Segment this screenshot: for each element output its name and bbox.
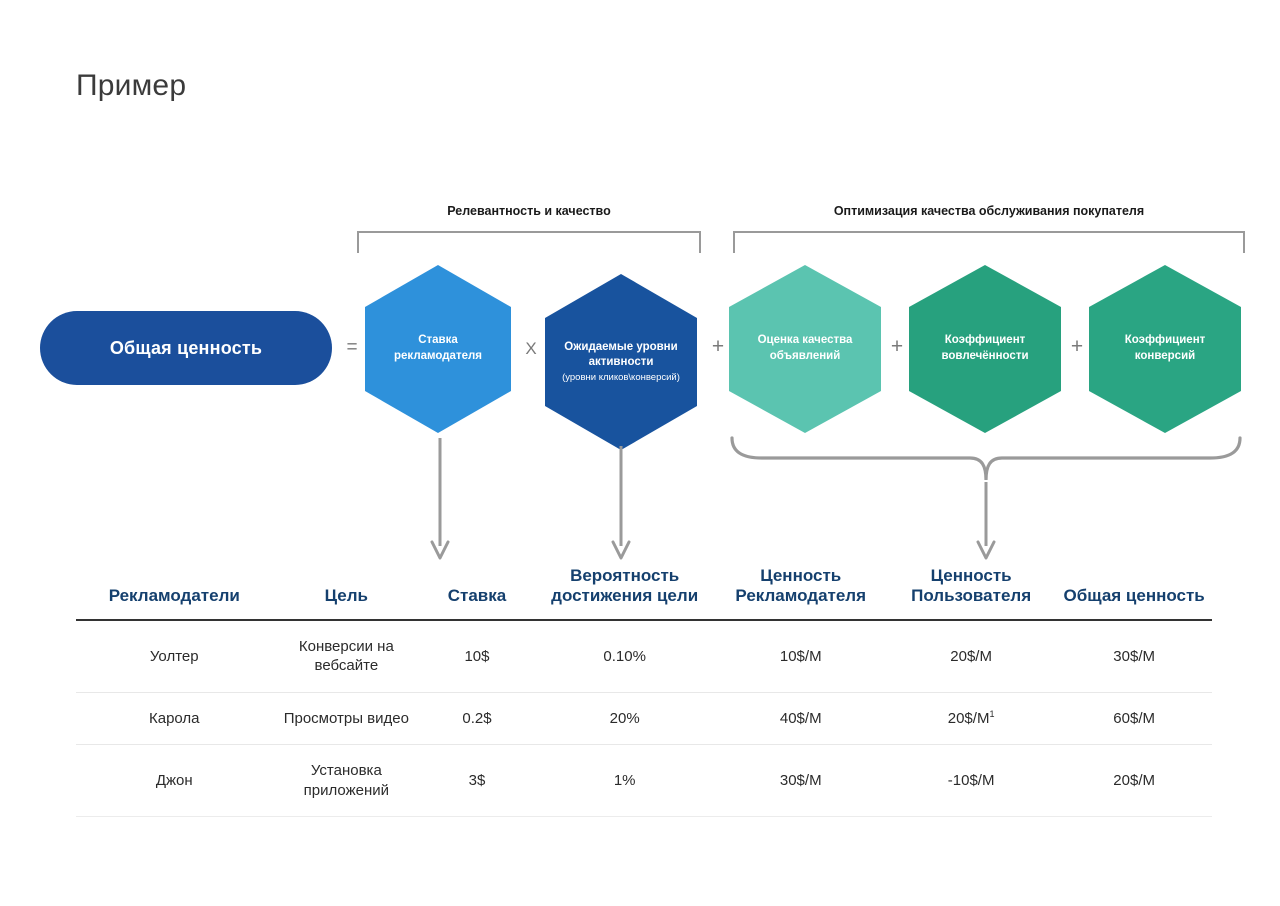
cell-advertiser: Джон bbox=[76, 744, 273, 818]
column-header-advertiser-value: Ценность Рекламодателя bbox=[715, 566, 886, 621]
cell-user-value-text: -10$/M bbox=[947, 772, 995, 790]
cell-probability: 0.10% bbox=[533, 619, 716, 693]
cell-probability: 20% bbox=[533, 692, 716, 746]
plus-operator-icon-2: + bbox=[890, 335, 904, 358]
cell-user-value: 20$/M1 bbox=[885, 692, 1057, 746]
total-value-pill: Общая ценность bbox=[40, 311, 332, 385]
column-header-bid: Ставка bbox=[420, 566, 534, 621]
column-header-goal-probability: Вероятность достижения цели bbox=[533, 566, 716, 621]
bracket-relevance bbox=[357, 231, 701, 253]
hexagon-conversion-rate-title: Коэффициент конверсий bbox=[1124, 334, 1206, 362]
bracket-customer-experience bbox=[733, 231, 1245, 253]
cell-user-value: 20$/M bbox=[885, 619, 1057, 693]
cell-user-value-text: 20$/M bbox=[950, 647, 992, 665]
cell-user-value-footnote: 1 bbox=[989, 708, 995, 719]
cell-advertiser-value: 30$/M bbox=[715, 744, 886, 818]
hexagon-conversion-rate: Коэффициент конверсий bbox=[1089, 265, 1241, 433]
table-row: Джон Установка приложений 3$ 1% 30$/M -1… bbox=[76, 744, 1212, 818]
cell-total-value: 60$/M bbox=[1056, 692, 1212, 746]
cell-goal: Конверсии на вебсайте bbox=[272, 619, 421, 693]
cell-user-value: -10$/M bbox=[885, 744, 1057, 818]
hexagon-ad-quality-title: Оценка качества объявлений bbox=[757, 334, 853, 362]
table-row: Уолтер Конверсии на вебсайте 10$ 0.10% 1… bbox=[76, 619, 1212, 693]
hexagon-advertiser-bid-title: Ставка рекламодателя bbox=[394, 334, 482, 362]
plus-operator-icon-3: + bbox=[1070, 335, 1084, 358]
equals-operator-icon: = bbox=[346, 337, 358, 358]
cell-probability: 1% bbox=[533, 744, 716, 818]
table-header-row: Рекламодатели Цель Ставка Вероятность до… bbox=[76, 566, 1212, 621]
hexagon-expected-activity-subtitle: (уровни кликов\конверсий) bbox=[562, 371, 680, 383]
plus-operator-icon-1: + bbox=[711, 335, 725, 358]
value-breakdown-table-wrapper: Рекламодатели Цель Ставка Вероятность до… bbox=[76, 566, 1212, 818]
hexagon-ad-quality: Оценка качества объявлений bbox=[729, 265, 881, 433]
page-title: Пример bbox=[76, 69, 187, 102]
curly-brace-connector bbox=[730, 436, 1242, 481]
hexagon-advertiser-bid: Ставка рекламодателя bbox=[365, 265, 511, 433]
hexagon-engagement-rate-title: Коэффициент вовлечённости bbox=[941, 334, 1029, 362]
multiply-operator-icon: X bbox=[525, 339, 537, 358]
hexagon-expected-activity: Ожидаемые уровни активности (уровни клик… bbox=[545, 274, 697, 450]
cell-goal: Установка приложений bbox=[272, 744, 421, 818]
table-row: Карола Просмотры видео 0.2$ 20% 40$/M 20… bbox=[76, 692, 1212, 746]
cell-advertiser: Уолтер bbox=[76, 619, 273, 693]
cell-advertiser-value: 10$/M bbox=[715, 619, 886, 693]
cell-bid: 3$ bbox=[420, 744, 534, 818]
column-header-goal: Цель bbox=[272, 566, 421, 621]
cell-user-value-text: 20$/M bbox=[947, 709, 990, 727]
column-header-advertisers: Рекламодатели bbox=[76, 566, 273, 621]
cell-bid: 10$ bbox=[420, 619, 534, 693]
cell-bid: 0.2$ bbox=[420, 692, 534, 746]
cell-advertiser: Карола bbox=[76, 692, 273, 746]
value-breakdown-table: Рекламодатели Цель Ставка Вероятность до… bbox=[76, 566, 1212, 818]
arrow-down-probability-icon bbox=[611, 446, 631, 560]
hexagon-expected-activity-title: Ожидаемые уровни активности bbox=[564, 340, 678, 369]
column-header-total-value: Общая ценность bbox=[1056, 566, 1212, 621]
cell-advertiser-value: 40$/M bbox=[715, 692, 886, 746]
arrow-down-user-value-icon bbox=[976, 482, 996, 560]
cell-goal: Просмотры видео bbox=[272, 692, 421, 746]
cell-total-value: 30$/M bbox=[1056, 619, 1212, 693]
cell-total-value: 20$/M bbox=[1056, 744, 1212, 818]
group-label-relevance: Релевантность и качество bbox=[447, 204, 611, 218]
total-value-pill-label: Общая ценность bbox=[109, 337, 263, 358]
group-label-customer-experience: Оптимизация качества обслуживания покупа… bbox=[833, 204, 1145, 218]
hexagon-engagement-rate: Коэффициент вовлечённости bbox=[909, 265, 1061, 433]
arrow-down-bid-icon bbox=[430, 438, 450, 560]
column-header-user-value: Ценность Пользователя bbox=[885, 566, 1057, 621]
